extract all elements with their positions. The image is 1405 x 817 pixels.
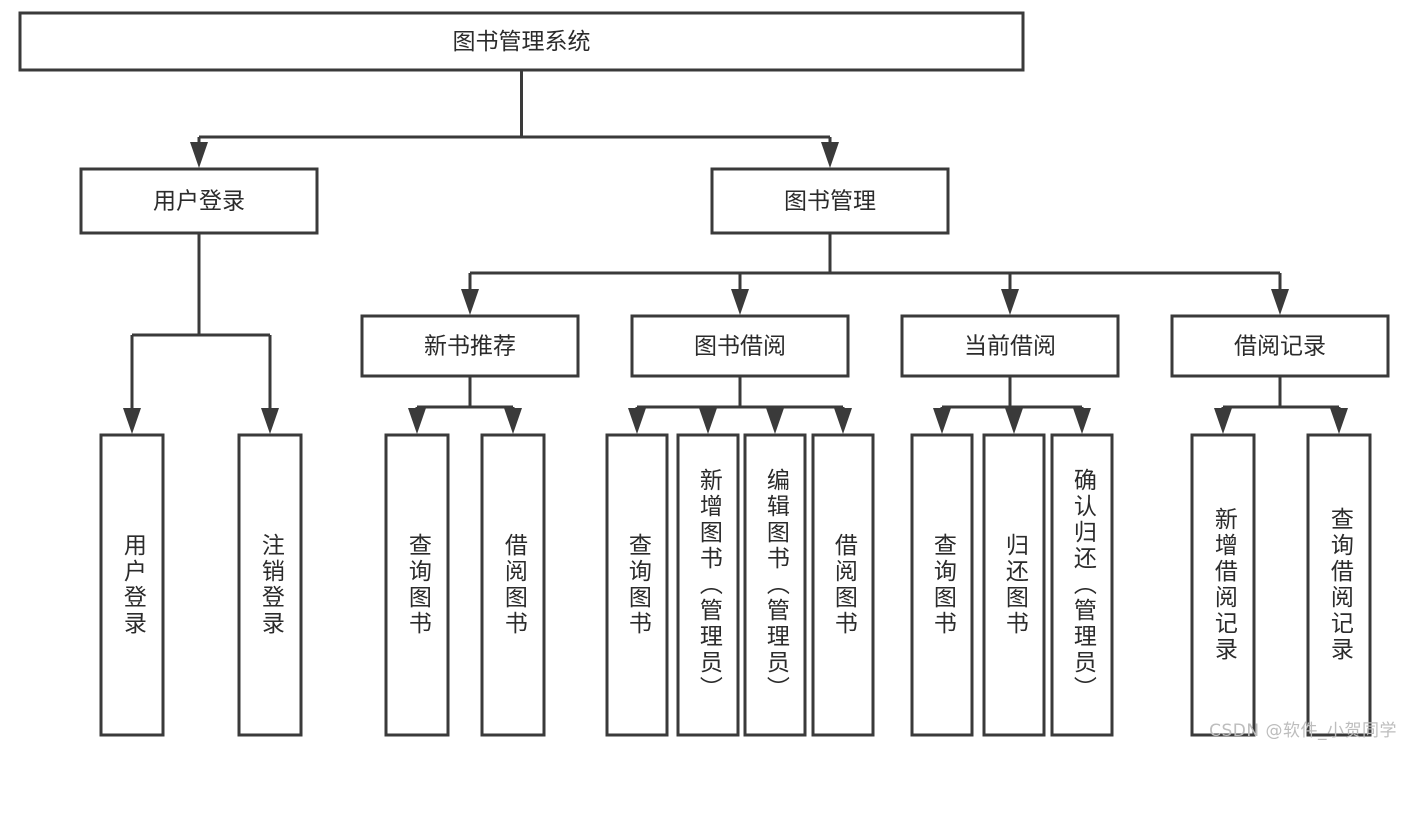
arrow-head-icon <box>504 408 522 434</box>
node-root-box[interactable] <box>18 11 1025 72</box>
node-level3-label-3: 借阅记录 <box>1234 334 1326 360</box>
arrow-head-icon <box>261 408 279 434</box>
node-rect <box>900 314 1120 378</box>
node-rect <box>1190 433 1256 737</box>
arrow-head-icon <box>461 289 479 315</box>
leaf-node-box-10[interactable] <box>1050 433 1114 737</box>
node-rect <box>605 433 669 737</box>
node-level2-label-0: 用户登录 <box>153 189 245 215</box>
node-level3-box-1[interactable] <box>630 314 850 378</box>
node-level3-label-1: 图书借阅 <box>694 334 786 360</box>
node-rect <box>676 433 740 737</box>
node-rect <box>910 433 974 737</box>
node-level3-box-0[interactable] <box>360 314 580 378</box>
node-rect <box>99 433 165 737</box>
leaf-node-box-0[interactable] <box>99 433 165 737</box>
node-rect <box>1306 433 1372 737</box>
node-rect <box>384 433 450 737</box>
arrow-head-icon <box>408 408 426 434</box>
arrow-head-icon <box>628 408 646 434</box>
node-level2-box-0[interactable] <box>79 167 319 235</box>
node-level3-box-3[interactable] <box>1170 314 1390 378</box>
arrow-head-icon <box>731 289 749 315</box>
node-rect <box>710 167 950 235</box>
node-rect <box>630 314 850 378</box>
node-level3-box-2[interactable] <box>900 314 1120 378</box>
node-boxes-group <box>18 11 1390 737</box>
arrow-head-icon <box>1271 289 1289 315</box>
node-rect <box>237 433 303 737</box>
arrow-head-icon <box>1001 289 1019 315</box>
leaf-node-box-9[interactable] <box>982 433 1046 737</box>
node-rect <box>743 433 807 737</box>
watermark-text: CSDN @软件_小贺同学 <box>1209 721 1397 741</box>
node-level2-label-1: 图书管理 <box>784 189 876 215</box>
node-rect <box>982 433 1046 737</box>
node-level3-label-0: 新书推荐 <box>424 334 516 360</box>
leaf-node-box-11[interactable] <box>1190 433 1256 737</box>
arrow-head-icon <box>1005 408 1023 434</box>
arrow-head-icon <box>190 142 208 168</box>
leaf-node-box-2[interactable] <box>384 433 450 737</box>
arrow-head-icon <box>834 408 852 434</box>
node-rect <box>79 167 319 235</box>
node-rect <box>480 433 546 737</box>
node-rect <box>811 433 875 737</box>
arrow-head-icon <box>1330 408 1348 434</box>
node-rect <box>18 11 1025 72</box>
diagram-canvas: 图书管理系统用户登录图书管理新书推荐图书借阅当前借阅借阅记录 用户登录注销登录查… <box>18 11 1397 741</box>
leaf-node-box-5[interactable] <box>676 433 740 737</box>
arrow-head-icon <box>699 408 717 434</box>
arrow-head-icon <box>1073 408 1091 434</box>
arrow-head-icon <box>766 408 784 434</box>
leaf-node-box-8[interactable] <box>910 433 974 737</box>
leaf-node-box-4[interactable] <box>605 433 669 737</box>
leaf-node-box-6[interactable] <box>743 433 807 737</box>
arrow-head-icon <box>821 142 839 168</box>
leaf-node-box-1[interactable] <box>237 433 303 737</box>
leaf-node-box-7[interactable] <box>811 433 875 737</box>
arrow-head-icon <box>123 408 141 434</box>
node-root-label: 图书管理系统 <box>453 29 591 55</box>
connector-lines-group <box>123 70 1348 434</box>
node-level2-box-1[interactable] <box>710 167 950 235</box>
arrow-head-icon <box>933 408 951 434</box>
arrow-head-icon <box>1214 408 1232 434</box>
leaf-node-box-12[interactable] <box>1306 433 1372 737</box>
node-level3-label-2: 当前借阅 <box>964 334 1056 360</box>
node-rect <box>1170 314 1390 378</box>
node-rect <box>360 314 580 378</box>
leaf-node-box-3[interactable] <box>480 433 546 737</box>
node-rect <box>1050 433 1114 737</box>
